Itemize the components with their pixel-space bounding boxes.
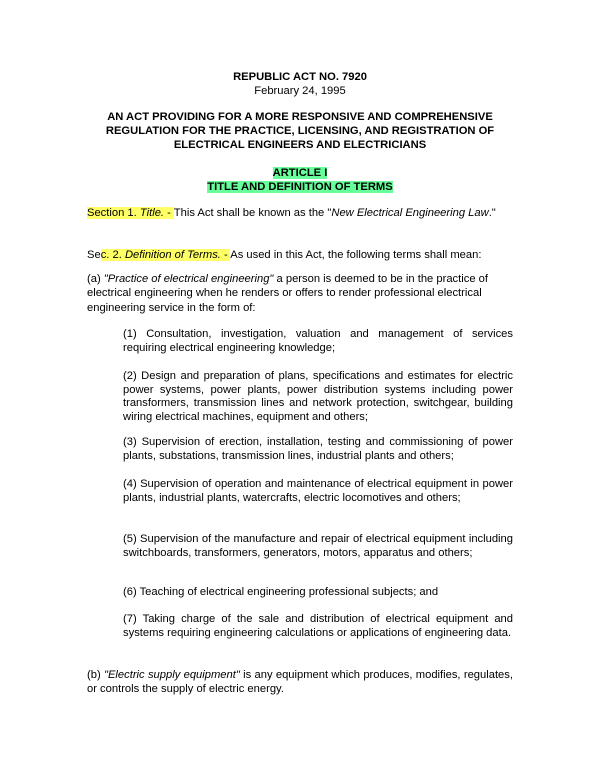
section-2-body: As used in this Act, the following terms…	[230, 249, 482, 261]
article-title: TITLE AND DEFINITION OF TERMS	[207, 181, 393, 193]
definition-a-term: "Practice of electrical engineering"	[103, 273, 274, 285]
section-1-body-end: ."	[488, 207, 496, 219]
list-item: (3) Supervision of erection, installatio…	[123, 436, 513, 462]
article-number: ARTICLE I	[272, 167, 328, 179]
section-1-law-name: New Electrical Engineering Law	[331, 207, 489, 219]
section-2-dash: -	[220, 249, 231, 261]
list-item: (1) Consultation, investigation, valuati…	[123, 328, 513, 354]
definition-b-body: is any equipment which produces, modifie…	[87, 669, 513, 696]
section-2-label: c. 2. Definition of Terms. -	[100, 249, 231, 261]
definition-b-term: "Electric supply equipment"	[103, 669, 240, 681]
act-title-line: ELECTRICAL ENGINEERS AND ELECTRICIANS	[173, 139, 427, 151]
act-title-line: AN ACT PROVIDING FOR A MORE RESPONSIVE A…	[107, 111, 493, 123]
act-header: REPUBLIC ACT NO. 7920 February 24, 1995	[0, 70, 600, 98]
list-item: (5) Supervision of the manufacture and r…	[123, 533, 513, 559]
section-1-body: This Act shall be known as the "	[173, 207, 332, 219]
section-1-label: Section 1. Title. -	[87, 207, 174, 219]
section-2-label-start: Se	[87, 249, 101, 261]
definition-a-body: a person is deemed to be in the practice…	[87, 273, 488, 314]
section-2-number: c. 2.	[100, 249, 125, 261]
definition-a-prefix: (a)	[87, 273, 104, 285]
section-2: Sec. 2. Definition of Terms. - As used i…	[87, 248, 513, 262]
act-title: AN ACT PROVIDING FOR A MORE RESPONSIVE A…	[60, 110, 540, 152]
list-item: (2) Design and preparation of plans, spe…	[123, 370, 513, 423]
definition-b: (b) "Electric supply equipment" is any e…	[87, 668, 513, 697]
definition-a: (a) "Practice of electrical engineering"…	[87, 272, 513, 315]
section-1-number: Section 1.	[87, 207, 140, 219]
section-1-dash: -	[164, 207, 174, 219]
article-heading: ARTICLE I TITLE AND DEFINITION OF TERMS	[0, 166, 600, 194]
section-2-title: Definition of Terms.	[124, 249, 221, 261]
act-title-line: REGULATION FOR THE PRACTICE, LICENSING, …	[105, 125, 495, 137]
act-date: February 24, 1995	[254, 85, 346, 97]
list-item: (7) Taking charge of the sale and distri…	[123, 613, 513, 639]
definition-b-prefix: (b)	[87, 669, 104, 681]
list-item: (4) Supervision of operation and mainten…	[123, 478, 513, 504]
section-1: Section 1. Title. - This Act shall be kn…	[87, 206, 513, 220]
act-number: REPUBLIC ACT NO. 7920	[233, 71, 367, 83]
list-item: (6) Teaching of electrical engineering p…	[123, 586, 439, 598]
section-1-title: Title.	[139, 207, 165, 219]
